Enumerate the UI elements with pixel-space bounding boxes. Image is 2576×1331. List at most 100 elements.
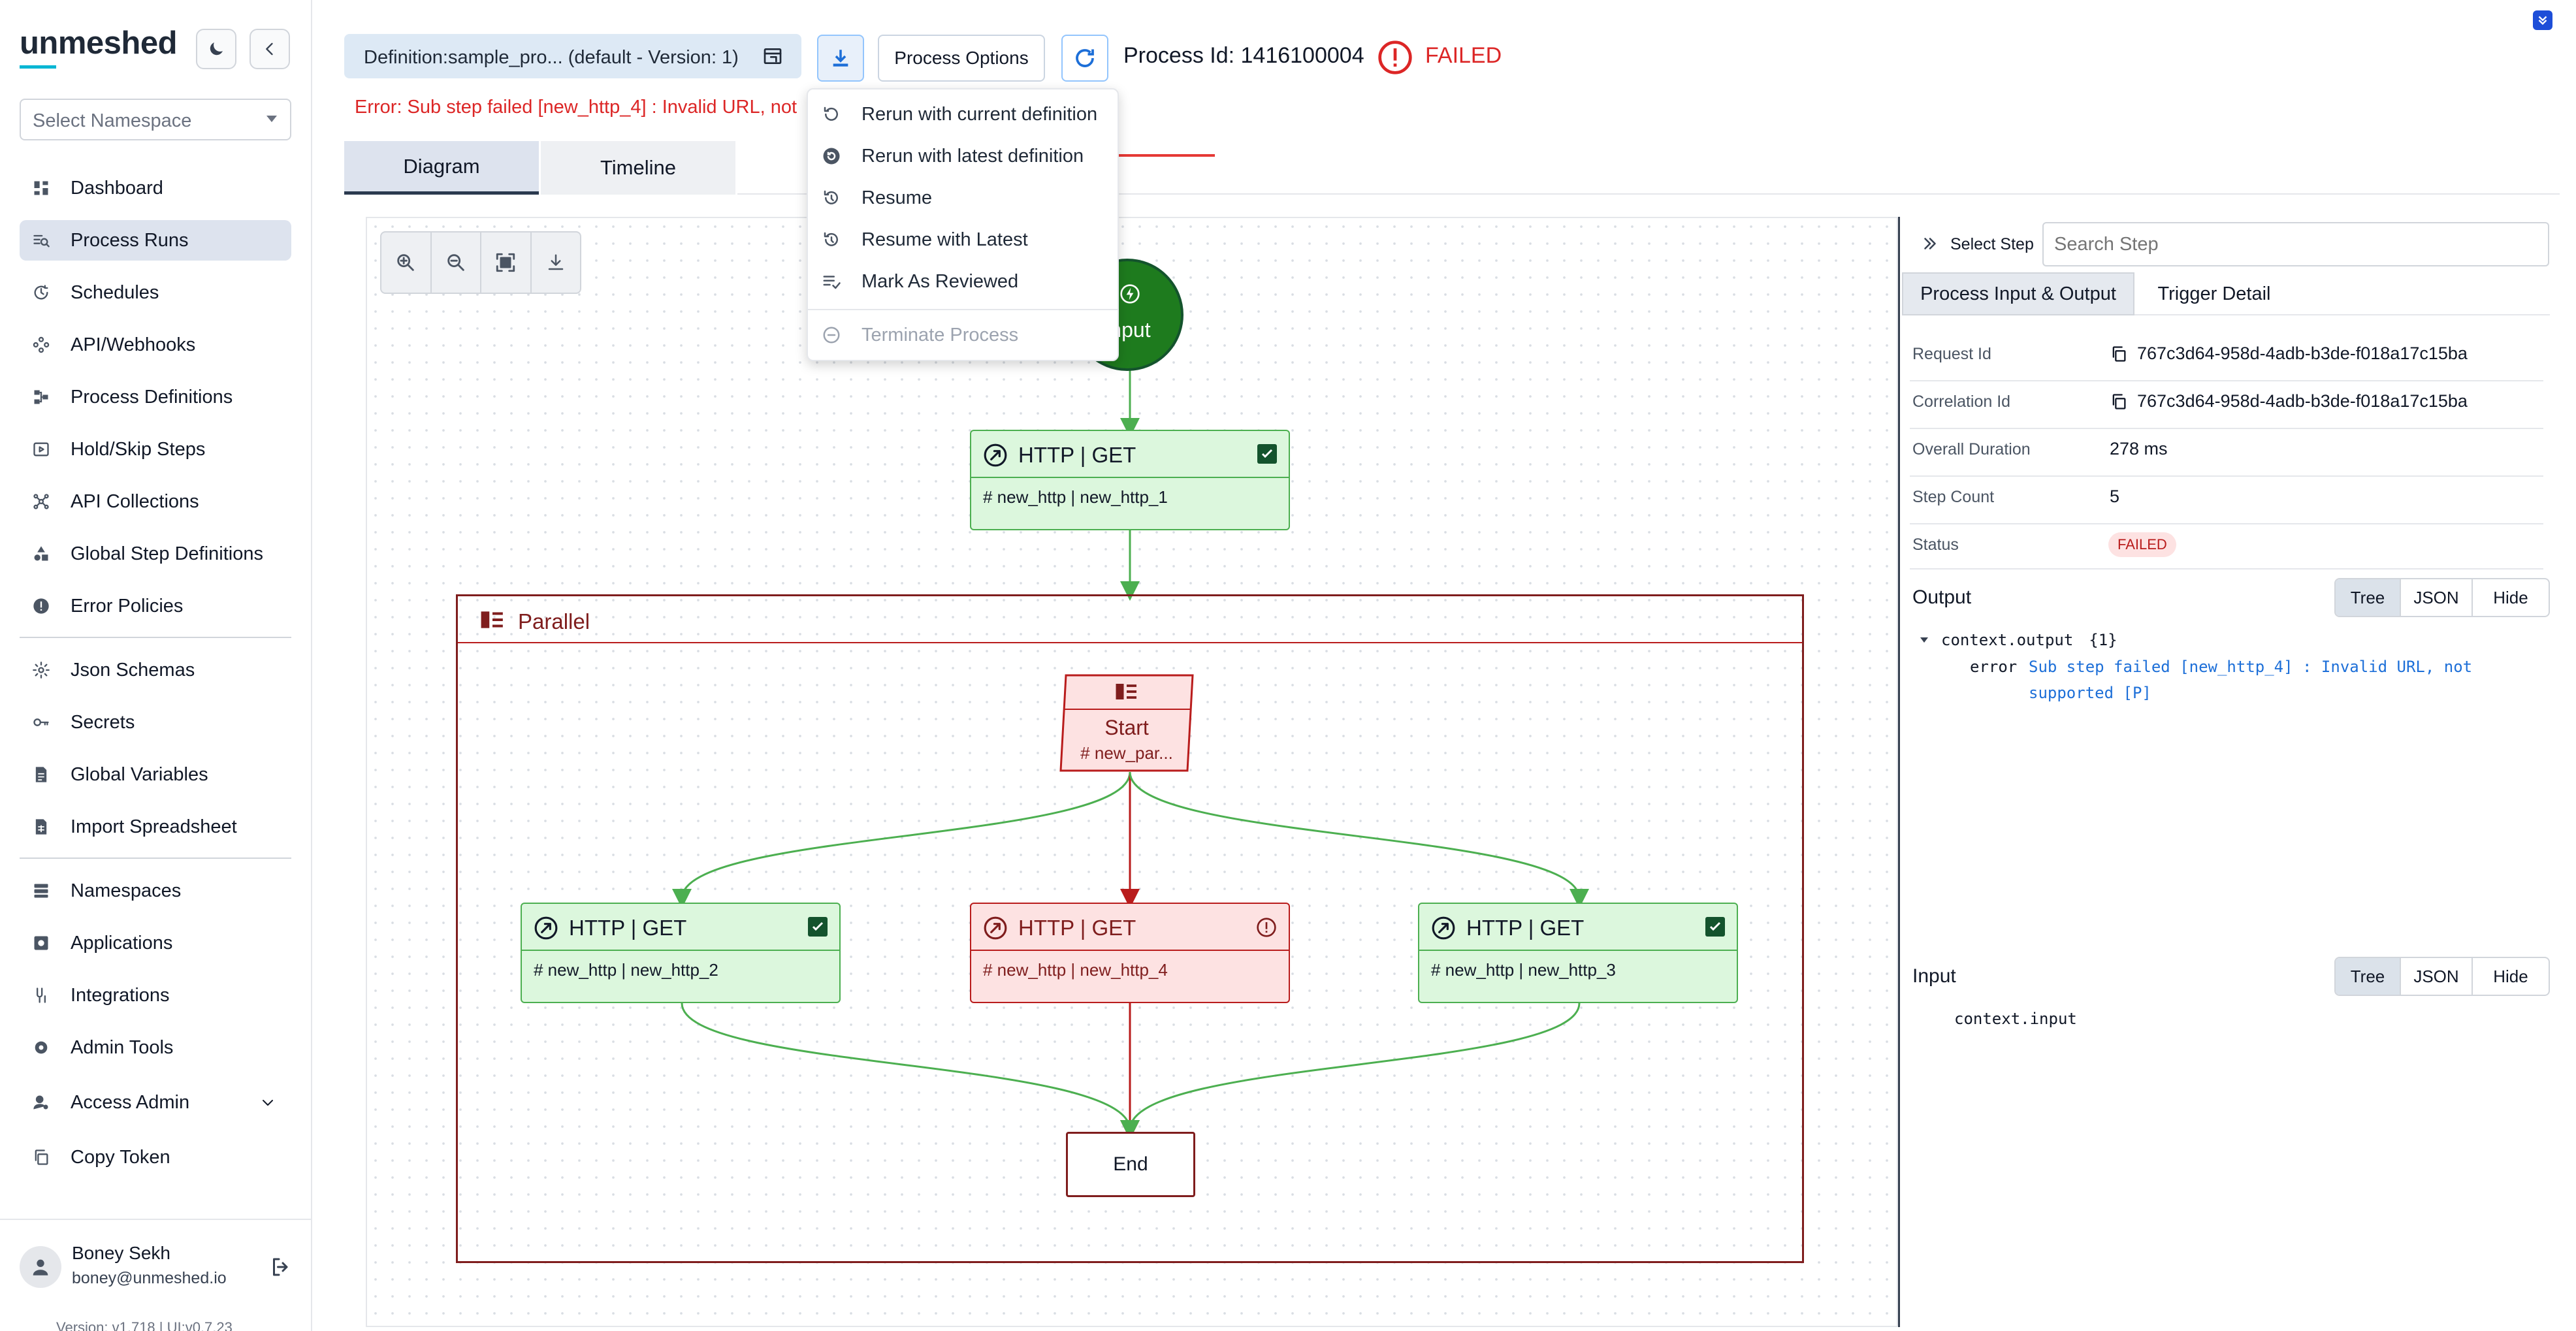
edge-start-http2 <box>672 771 1131 908</box>
application-icon <box>31 933 51 953</box>
user-name: Boney Sekh <box>72 1243 170 1263</box>
sidebar-item-secrets[interactable]: Secrets <box>20 702 291 743</box>
sidebar-item-schedules[interactable]: Schedules <box>20 272 291 313</box>
flow-icon <box>31 387 51 407</box>
process-options-label: Process Options <box>894 48 1029 68</box>
sidebar-item-process-runs[interactable]: Process Runs <box>20 220 291 261</box>
sidebar-item-hold-skip-steps[interactable]: Hold/Skip Steps <box>20 429 291 470</box>
status-text: FAILED <box>1425 43 1502 68</box>
sidebar-item-integrations[interactable]: Integrations <box>20 975 291 1016</box>
end-node[interactable]: End <box>1066 1132 1195 1197</box>
input-tree-root[interactable]: context.input <box>1954 1010 2077 1028</box>
sidebar-item-global-step-definitions[interactable]: Global Step Definitions <box>20 534 291 574</box>
fit-view-button[interactable] <box>481 233 532 293</box>
sidebar-item-process-definitions[interactable]: Process Definitions <box>20 377 291 417</box>
tab-diagram[interactable]: Diagram <box>344 141 539 195</box>
search-step-input[interactable] <box>2042 222 2549 266</box>
definition-label: Definition:sample_pro... (default - Vers… <box>364 47 739 68</box>
correlation-id-value: 767c3d64-958d-4adb-b3de-f018a17c15ba <box>2110 391 2468 411</box>
avatar <box>20 1246 61 1288</box>
sidebar-item-label: Process Runs <box>71 229 189 251</box>
sidebar-item-error-policies[interactable]: Error Policies <box>20 586 291 626</box>
sidebar-item-admin-tools[interactable]: Admin Tools <box>20 1027 291 1068</box>
http-node-1[interactable]: HTTP | GET # new_http | new_http_1 <box>970 430 1290 530</box>
sidebar-item-copy-token[interactable]: Copy Token <box>20 1137 291 1178</box>
tab-trigger-detail[interactable]: Trigger Detail <box>2136 272 2293 315</box>
download-button[interactable] <box>817 35 864 82</box>
output-tree-root[interactable]: context.output {1} <box>1920 631 2117 649</box>
start-node[interactable]: Start # new_par... <box>1058 674 1195 772</box>
copy-icon[interactable] <box>2110 345 2128 363</box>
http-icon <box>534 916 558 940</box>
sidebar-item-json-schemas[interactable]: Json Schemas <box>20 650 291 690</box>
input-label: Input <box>1912 965 1956 987</box>
sidebar-item-label: Admin Tools <box>71 1036 174 1058</box>
menu-item-mark-reviewed[interactable]: Mark As Reviewed <box>808 261 1118 302</box>
copy-icon[interactable] <box>2110 393 2128 411</box>
output-hide-button[interactable]: Hide <box>2493 587 2528 607</box>
panel-tab-underline <box>2134 314 2550 315</box>
logout-icon <box>273 1258 288 1276</box>
refresh-button[interactable] <box>1061 35 1108 82</box>
tab-timeline[interactable]: Timeline <box>541 141 735 195</box>
output-tree-button[interactable]: Tree <box>2336 579 2401 616</box>
sidebar-item-access-admin[interactable]: Access Admin <box>20 1082 291 1123</box>
sidebar-item-label: Namespaces <box>71 880 182 901</box>
node-title: HTTP | GET <box>1018 916 1136 940</box>
open-window-icon <box>764 48 782 64</box>
zoom-in-icon <box>397 254 414 271</box>
key-icon <box>31 713 51 732</box>
input-tree-button[interactable]: Tree <box>2336 958 2401 995</box>
http-node-4[interactable]: HTTP | GET # new_http | new_http_4 <box>970 903 1290 1003</box>
sidebar-item-api-collections[interactable]: API Collections <box>20 481 291 522</box>
input-json-button[interactable]: JSON <box>2401 958 2473 995</box>
namespace-select[interactable]: Select Namespace <box>20 99 291 140</box>
http-node-3[interactable]: HTTP | GET # new_http | new_http_3 <box>1418 903 1738 1003</box>
error-message: Error: Sub step failed [new_http_4] : In… <box>355 97 797 118</box>
menu-item-rerun-current[interactable]: Rerun with current definition <box>808 93 1118 135</box>
menu-item-resume-latest[interactable]: Resume with Latest <box>808 219 1118 261</box>
input-hide-button[interactable]: Hide <box>2493 966 2528 986</box>
sidebar-item-dashboard[interactable]: Dashboard <box>20 168 291 208</box>
tab-process-input-output[interactable]: Process Input & Output <box>1902 272 2134 315</box>
zoom-in-button[interactable] <box>381 233 432 293</box>
step-count-value: 5 <box>2110 487 2120 506</box>
sidebar-item-namespaces[interactable]: Namespaces <box>20 871 291 911</box>
row-divider <box>1910 523 2543 524</box>
process-options-button[interactable]: Process Options <box>878 35 1045 82</box>
sidebar-item-applications[interactable]: Applications <box>20 923 291 963</box>
definition-link[interactable]: Definition:sample_pro... (default - Vers… <box>344 34 801 78</box>
output-json-button[interactable]: JSON <box>2401 579 2473 616</box>
node-title: HTTP | GET <box>1018 443 1136 467</box>
http-node-2[interactable]: HTTP | GET # new_http | new_http_2 <box>521 903 841 1003</box>
expand-button[interactable] <box>2533 10 2552 30</box>
sidebar-item-import-spreadsheet[interactable]: Import Spreadsheet <box>20 807 291 847</box>
fit-view-icon <box>496 253 515 272</box>
download-diagram-button[interactable] <box>532 233 581 293</box>
refresh-icon <box>1076 49 1094 67</box>
tab-label: Timeline <box>600 156 676 179</box>
expand-panel-button[interactable] <box>1920 234 1940 257</box>
resume-latest-icon <box>821 229 842 250</box>
collapse-sidebar-button[interactable] <box>250 29 290 69</box>
row-divider <box>1910 568 2543 569</box>
step-details-panel <box>1898 217 2558 1327</box>
tab-bar-rest <box>737 141 2560 195</box>
row-divider <box>1910 428 2543 429</box>
pause-icon <box>31 440 51 459</box>
correlation-id-label: Correlation Id <box>1912 393 2011 411</box>
node-title: HTTP | GET <box>569 916 687 940</box>
parallel-container[interactable]: Parallel <box>456 594 1804 1263</box>
zoom-out-button[interactable] <box>432 233 481 293</box>
menu-item-resume[interactable]: Resume <box>808 177 1118 219</box>
sidebar-item-global-variables[interactable]: Global Variables <box>20 754 291 795</box>
resume-icon <box>821 187 842 208</box>
logout-button[interactable] <box>269 1255 293 1282</box>
menu-item-rerun-latest[interactable]: Rerun with latest definition <box>808 135 1118 177</box>
success-check-icon <box>1257 444 1277 464</box>
sidebar-item-api-webhooks[interactable]: API/Webhooks <box>20 325 291 365</box>
rerun-icon <box>821 104 842 125</box>
theme-toggle-button[interactable] <box>196 29 236 69</box>
success-check-icon <box>808 917 828 937</box>
